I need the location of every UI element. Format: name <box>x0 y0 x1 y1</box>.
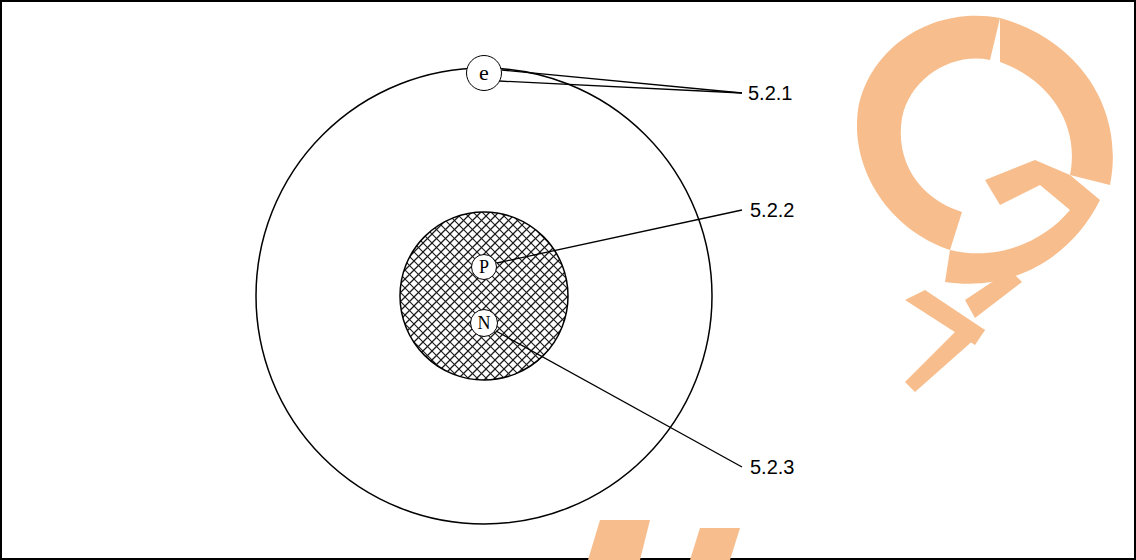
leader-line <box>502 70 742 93</box>
callout-number: 5.2.3 <box>750 455 794 479</box>
callout-number: 5.2.1 <box>748 81 792 105</box>
nucleus <box>400 212 568 380</box>
leader-line <box>497 210 742 263</box>
proton-circle: P <box>471 254 497 280</box>
node-text: P <box>479 258 489 276</box>
leader-line <box>496 331 742 467</box>
watermark-shape <box>588 16 1113 560</box>
node-text: N <box>478 314 491 332</box>
callout-number: 5.2.2 <box>750 198 794 222</box>
leader-line <box>499 81 742 93</box>
neutron-circle: N <box>470 309 498 337</box>
electron-circle: e <box>466 55 502 91</box>
node-text: e <box>479 62 489 84</box>
electron-orbit <box>256 68 712 524</box>
